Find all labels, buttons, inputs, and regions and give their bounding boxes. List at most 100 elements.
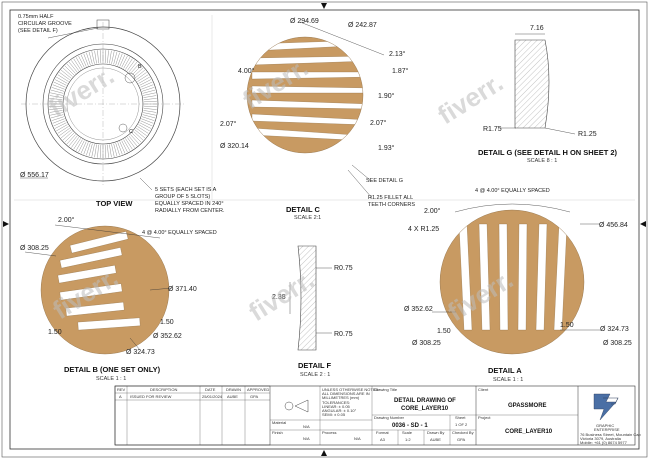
detail-c-dim-7: 2.07°: [220, 120, 237, 128]
top-view-slot: [117, 142, 123, 155]
rev-header-date: DATE: [205, 387, 216, 392]
detail-b-dim-5: 1.50: [160, 319, 174, 326]
top-view-slot: [143, 95, 157, 98]
top-view-slot: [111, 51, 115, 64]
tb-note-2: ALL DIMENSIONS ARE IN: [322, 391, 370, 396]
top-view-slot-note-3: EQUALLY SPACED IN 240°: [155, 201, 224, 207]
top-view-slot: [59, 72, 70, 81]
tb-drawing-title-2: CORE_LAYER10: [401, 406, 449, 412]
top-view-slot: [49, 100, 63, 103]
top-view-slot: [113, 51, 118, 65]
detail-f-dim-1: R0.75: [334, 265, 353, 272]
center-mark-left: [3, 221, 9, 227]
top-view-slot: [139, 79, 152, 86]
detail-b-dim-4: Ø 371.40: [168, 286, 197, 293]
top-view-slot: [115, 52, 120, 66]
tb-drawing-title-label: Drawing Title: [374, 387, 398, 392]
top-view-slot: [138, 76, 150, 84]
tb-drawn-label: Drawn By: [427, 430, 444, 435]
detail-a-dim-9: Ø 308.25: [412, 340, 441, 347]
detail-b-slot: [57, 265, 117, 284]
detail-g-title: DETAIL G (SEE DETAIL H ON SHEET 2): [478, 148, 618, 157]
detail-a-slot: [498, 223, 509, 331]
top-view-slot: [86, 142, 91, 156]
detail-f-title: DETAIL F: [298, 361, 331, 370]
tb-drawing-number: 0036 - SD - 1: [392, 423, 428, 429]
detail-a-dim-1: 4 @ 4.00° EQUALLY SPACED: [475, 188, 550, 194]
detail-c-slot: [251, 71, 363, 80]
detail-a-dim-7: 1.50: [560, 322, 574, 329]
top-view-slot: [53, 120, 66, 127]
top-view-slot: [73, 138, 81, 150]
top-view-slot-note-1: 5 SETS (EACH SET IS A: [155, 187, 217, 193]
center-mark-top: [321, 3, 327, 9]
top-view-slot: [141, 116, 155, 121]
tb-client-label: Client: [478, 387, 489, 392]
top-view-slot: [142, 89, 156, 94]
tb-note-3: MILLIMETRES (mm): [322, 395, 360, 400]
detail-g-dim-1: 7.16: [530, 25, 544, 32]
top-view-slot: [62, 131, 73, 141]
top-view-slot: [142, 114, 156, 119]
rev-row-approved: GPA: [250, 394, 258, 399]
rev-header-approved: APPROVED: [247, 387, 269, 392]
detail-a-scale: SCALE 1 : 1: [493, 377, 523, 383]
top-view-slot: [59, 127, 70, 136]
top-view-slot: [140, 120, 153, 127]
detail-b-slot: [59, 283, 123, 301]
detail-c-dim-2: Ø 242.87: [348, 22, 377, 29]
detail-a-title: DETAIL A: [488, 366, 522, 375]
top-view-slot: [97, 144, 99, 158]
top-view-slot: [83, 142, 89, 155]
top-view-slot: [115, 142, 120, 156]
tb-format-label: Format: [376, 430, 390, 435]
detail-b-dim-6: 1.50: [48, 329, 62, 336]
top-view-slot: [56, 76, 68, 84]
detail-a-dim-6: 1.50: [437, 328, 451, 335]
tb-sheet: 1 OF 2: [455, 422, 468, 427]
tb-scale: 1:2: [405, 437, 411, 442]
top-view-slot: [64, 132, 75, 143]
top-view-slot: [131, 65, 142, 76]
detail-c-dim-4: 1.87°: [392, 67, 409, 75]
top-view-slot: [57, 126, 69, 134]
detail-c: [246, 21, 385, 199]
detail-b-dim-1: 2.00°: [58, 216, 75, 224]
top-view-slot: [117, 53, 123, 66]
detail-c-title: DETAIL C: [286, 205, 320, 214]
detail-b-title: DETAIL B (ONE SET ONLY): [64, 365, 161, 374]
top-view-slot: [141, 87, 155, 92]
top-view-slot: [134, 69, 146, 79]
rev-header-rev: REV: [117, 387, 126, 392]
tb-finish-value: N/A: [303, 436, 310, 441]
detail-c-dim-9: Ø 320.14: [220, 143, 249, 150]
detail-c-slot: [251, 99, 363, 110]
detail-a: [432, 203, 600, 355]
top-view-slot: [52, 84, 65, 90]
detail-a-slot: [517, 223, 528, 331]
rev-row-rev: A: [119, 394, 122, 399]
top-view-slot: [125, 58, 133, 70]
tb-drawing-title-1: DETAIL DRAWING OF: [394, 398, 456, 404]
detail-b-scale: SCALE 1 : 1: [96, 376, 126, 382]
top-view-diameter: Ø 556.17: [20, 172, 49, 179]
top-view-groove-note-2: CIRCULAR GROOVE: [18, 21, 72, 27]
top-view-slot: [54, 122, 67, 129]
company-sub: ENTERPRISE: [594, 427, 620, 432]
tb-scale-label: Scale: [402, 430, 413, 435]
tb-material-value: N/A: [303, 424, 310, 429]
top-view-slot: [64, 65, 75, 76]
top-view-slot: [141, 84, 154, 90]
top-view-slot: [104, 144, 107, 158]
detail-c-dim-8: 2.07°: [370, 119, 387, 127]
detail-a-dim-10: Ø 308.25: [603, 340, 632, 347]
top-view-slot: [143, 105, 157, 108]
top-view-slot: [78, 140, 85, 153]
detail-f: [289, 245, 332, 351]
detail-c-slots: [251, 39, 363, 142]
top-view-slot: [143, 98, 157, 100]
top-view-slot: [53, 81, 66, 88]
top-view-slot: [133, 131, 144, 141]
